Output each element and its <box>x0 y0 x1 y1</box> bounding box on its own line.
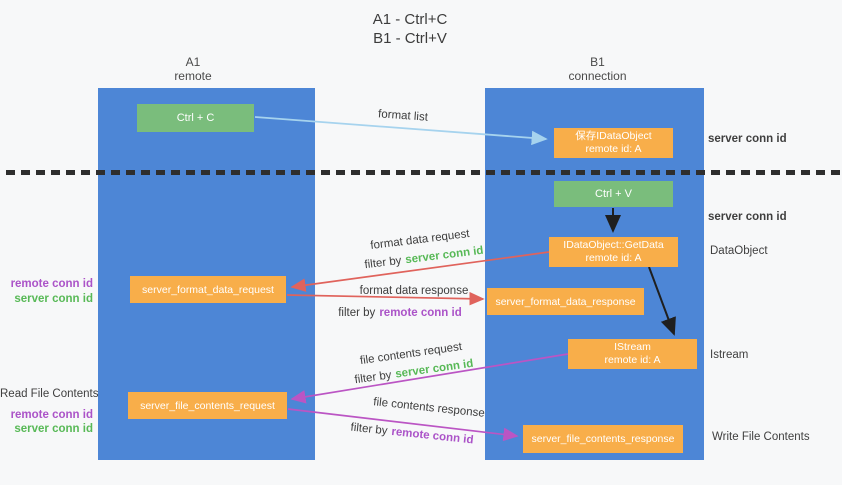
node-server-file-contents-response-label: server_file_contents_response <box>531 433 675 445</box>
node-server-format-data-response-label: server_format_data_response <box>495 295 636 308</box>
format-data-request-arrow <box>290 251 550 292</box>
node-ctrl-c: Ctrl + C <box>137 104 254 132</box>
getdata-to-istream-arrow <box>648 266 676 336</box>
node-istream-line2: remote id: A <box>604 354 661 366</box>
node-istream-line1: IStream <box>614 341 651 353</box>
node-getdata-line1: IDataObject::GetData <box>563 239 664 251</box>
lane-b1-role: connection <box>568 68 627 83</box>
lane-header-b1: B1 connection <box>488 55 707 83</box>
node-server-file-contents-request-label: server_file_contents_request <box>140 399 275 412</box>
lane-a1-role: remote <box>174 68 212 83</box>
lane-a1-name: A1 <box>185 55 201 69</box>
right-label-write-file-contents: Write File Contents <box>712 431 810 443</box>
node-istream: IStream remote id: A <box>568 339 697 369</box>
node-ctrl-v: Ctrl + V <box>554 181 673 207</box>
node-server-format-data-request-label: server_format_data_request <box>142 283 274 296</box>
right-label-dataobject: DataObject <box>710 245 768 257</box>
node-server-file-contents-response: server_file_contents_response <box>523 425 683 453</box>
left-label-server-conn-id-1: server conn id <box>14 293 93 305</box>
node-ctrl-c-label: Ctrl + C <box>176 112 215 124</box>
file-contents-response-arrow <box>287 408 519 442</box>
format-list-arrow <box>254 116 548 146</box>
right-label-server-conn-id-1: server conn id <box>708 133 787 145</box>
left-label-remote-conn-id-1: remote conn id <box>10 278 93 290</box>
lane-header-a1: A1 remote <box>88 55 298 83</box>
diagram-title: A1 - Ctrl+C B1 - Ctrl+V <box>310 10 510 48</box>
title-line-2: B1 - Ctrl+V <box>373 30 447 47</box>
node-save-dataobject-line2: remote id: A <box>585 143 642 155</box>
node-server-format-data-response: server_format_data_response <box>487 288 644 315</box>
filter-by-text: filter by <box>338 307 376 319</box>
label-format-data-response: format data response <box>359 285 469 297</box>
title-line-1: A1 - Ctrl+C <box>372 11 448 28</box>
node-save-dataobject-line1: 保存IDataObject <box>575 130 652 142</box>
node-getdata-line2: remote id: A <box>585 252 642 264</box>
node-server-format-data-request: server_format_data_request <box>130 276 286 303</box>
file-contents-request-arrow <box>290 353 569 404</box>
right-label-istream: Istream <box>710 349 749 361</box>
lane-b1-name: B1 <box>590 55 605 69</box>
remote-conn-id-text: remote conn id <box>379 307 462 319</box>
right-label-server-conn-id-2: server conn id <box>708 211 787 223</box>
node-getdata: IDataObject::GetData remote id: A <box>549 237 678 267</box>
left-label-remote-conn-id-2: remote conn id <box>10 409 93 421</box>
left-label-read-file-contents: Read File Contents <box>0 388 99 400</box>
node-save-dataobject: 保存IDataObject remote id: A <box>554 128 673 158</box>
node-server-file-contents-request: server_file_contents_request <box>128 392 287 419</box>
session-divider-line <box>6 170 842 175</box>
format-data-response-arrow <box>286 291 485 306</box>
left-label-server-conn-id-2: server conn id <box>14 423 93 435</box>
node-ctrl-v-label: Ctrl + V <box>595 188 632 200</box>
